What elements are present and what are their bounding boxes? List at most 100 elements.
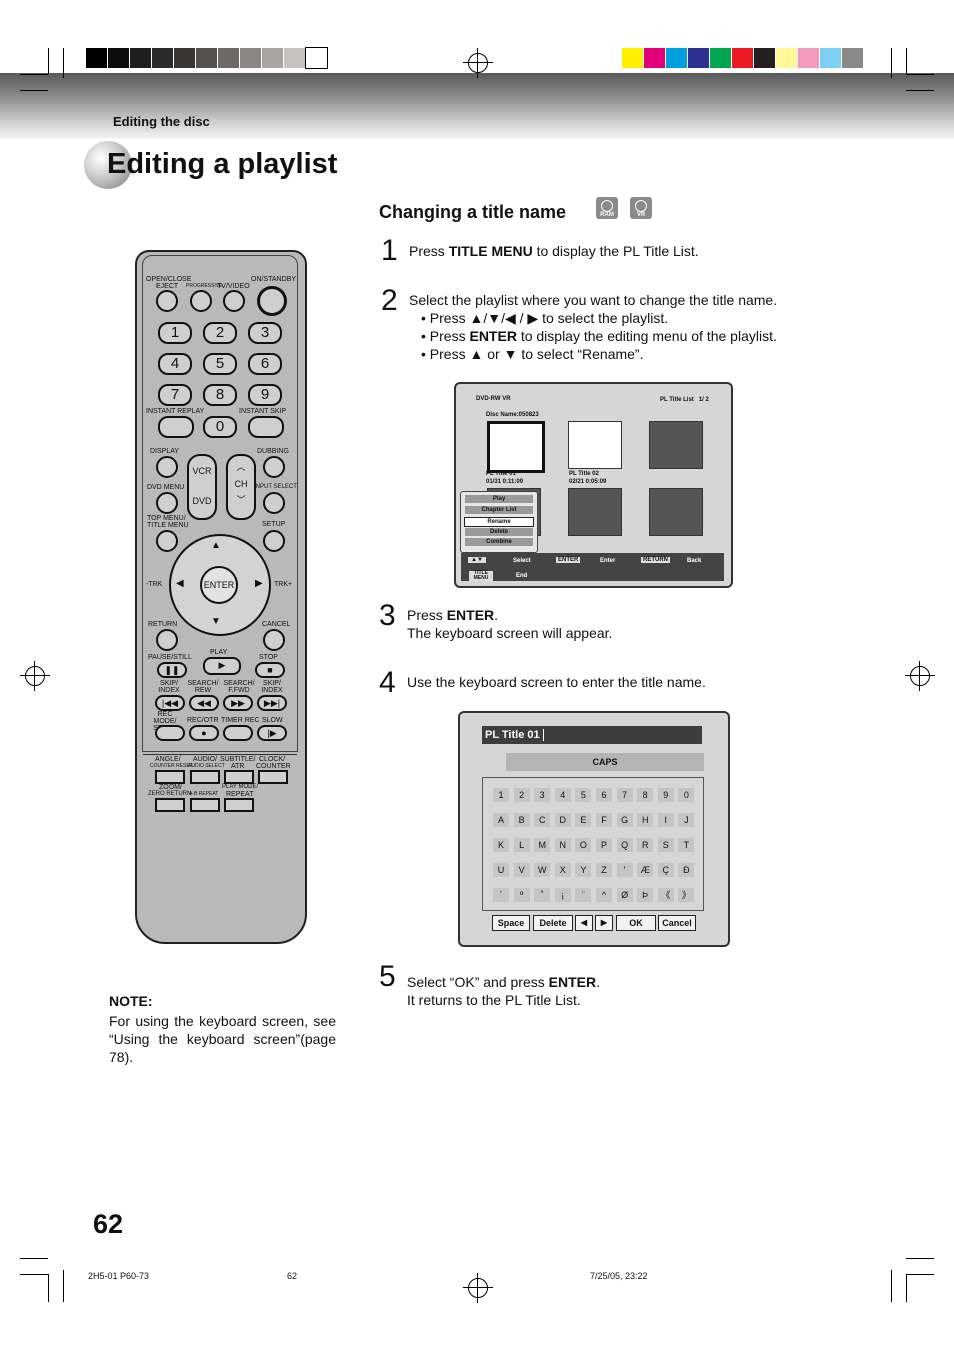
key[interactable]: W bbox=[534, 863, 551, 877]
rew-button[interactable]: ◀◀ bbox=[189, 695, 219, 711]
play-button[interactable]: ▶ bbox=[203, 657, 241, 675]
tv-video-button[interactable] bbox=[223, 290, 245, 312]
title-input[interactable]: PL Title 01 bbox=[482, 726, 702, 744]
caps-button[interactable]: CAPS bbox=[506, 753, 704, 771]
channel-rocker[interactable]: ︿CH﹀ bbox=[226, 454, 256, 520]
key[interactable]: P bbox=[596, 838, 612, 852]
ffwd-button[interactable]: ▶▶ bbox=[223, 695, 253, 711]
stop-button[interactable]: ■ bbox=[255, 662, 285, 678]
menu-chapter-list[interactable]: Chapter List bbox=[465, 506, 533, 514]
key[interactable]: I bbox=[657, 813, 674, 827]
progressive-button[interactable] bbox=[190, 290, 212, 312]
menu-delete[interactable]: Delete bbox=[465, 528, 533, 536]
a-b-repeat-button[interactable] bbox=[190, 798, 220, 812]
key[interactable]: B bbox=[513, 813, 530, 827]
key[interactable]: Æ bbox=[637, 863, 654, 877]
open-close-button[interactable] bbox=[156, 290, 178, 312]
title-thumbnail-1[interactable] bbox=[487, 421, 545, 473]
setup-button[interactable] bbox=[263, 530, 285, 552]
instant-replay-button[interactable] bbox=[158, 416, 194, 438]
left-arrow-button[interactable]: ◀ bbox=[575, 915, 593, 931]
rec-mode-button[interactable] bbox=[155, 725, 185, 741]
key[interactable]: ¡ bbox=[554, 888, 571, 902]
key[interactable]: Y bbox=[575, 863, 592, 877]
rec-otr-button[interactable]: ● bbox=[189, 725, 219, 741]
key[interactable]: 2 bbox=[513, 788, 530, 802]
key[interactable]: H bbox=[637, 813, 654, 827]
key[interactable]: 9 bbox=[657, 788, 674, 802]
key[interactable]: 7 bbox=[616, 788, 633, 802]
number-button-4[interactable]: 4 bbox=[158, 353, 192, 375]
skip-forward-button[interactable]: ▶▶| bbox=[257, 695, 287, 711]
key[interactable]: 0 bbox=[678, 788, 695, 802]
key[interactable]: ^ bbox=[596, 888, 612, 902]
left-arrow-icon[interactable]: ◀ bbox=[176, 578, 184, 589]
key[interactable]: U bbox=[493, 863, 509, 877]
key[interactable]: ¨ bbox=[575, 888, 592, 902]
title-thumbnail-2[interactable] bbox=[568, 421, 622, 469]
audio-button[interactable] bbox=[190, 770, 220, 784]
input-select-button[interactable] bbox=[263, 492, 285, 514]
menu-play[interactable]: Play bbox=[465, 495, 533, 503]
title-thumbnail-5[interactable] bbox=[568, 488, 622, 536]
dvd-menu-button[interactable] bbox=[156, 492, 178, 514]
key[interactable]: L bbox=[513, 838, 530, 852]
slow-button[interactable]: |▶ bbox=[257, 725, 287, 741]
cancel-button-remote[interactable] bbox=[263, 629, 285, 651]
key[interactable]: C bbox=[534, 813, 551, 827]
key[interactable]: º bbox=[513, 888, 530, 902]
key[interactable]: Þ bbox=[637, 888, 654, 902]
up-arrow-icon[interactable]: ▲ bbox=[211, 540, 221, 551]
key[interactable]: 3 bbox=[534, 788, 551, 802]
key[interactable]: N bbox=[554, 838, 571, 852]
key[interactable]: ˚ bbox=[534, 888, 551, 902]
enter-button[interactable]: ENTER bbox=[200, 566, 238, 604]
key[interactable]: 4 bbox=[554, 788, 571, 802]
instant-skip-button[interactable] bbox=[248, 416, 284, 438]
number-button-1[interactable]: 1 bbox=[158, 322, 192, 344]
right-arrow-button[interactable]: ▶ bbox=[595, 915, 613, 931]
delete-button[interactable]: Delete bbox=[533, 915, 573, 931]
key[interactable]: Q bbox=[616, 838, 633, 852]
clock-button[interactable] bbox=[258, 770, 288, 784]
key[interactable]: 5 bbox=[575, 788, 592, 802]
pause-button[interactable]: ❚❚ bbox=[157, 662, 187, 678]
title-menu-button[interactable] bbox=[156, 530, 178, 552]
number-button-5[interactable]: 5 bbox=[203, 353, 237, 375]
display-button[interactable] bbox=[156, 456, 178, 478]
space-button[interactable]: Space bbox=[492, 915, 530, 931]
key[interactable]: ´ bbox=[493, 888, 509, 902]
title-thumbnail-6[interactable] bbox=[649, 488, 703, 536]
key[interactable]: R bbox=[637, 838, 654, 852]
key[interactable]: E bbox=[575, 813, 592, 827]
key[interactable]: T bbox=[678, 838, 695, 852]
key[interactable]: K bbox=[493, 838, 509, 852]
ok-button[interactable]: OK bbox=[616, 915, 656, 931]
number-button-0[interactable]: 0 bbox=[203, 416, 237, 438]
number-button-6[interactable]: 6 bbox=[248, 353, 282, 375]
key[interactable]: O bbox=[575, 838, 592, 852]
timer-rec-button[interactable] bbox=[223, 725, 253, 741]
title-thumbnail-3[interactable] bbox=[649, 421, 703, 469]
key[interactable]: Ç bbox=[657, 863, 674, 877]
key[interactable]: D bbox=[554, 813, 571, 827]
menu-rename[interactable]: Rename bbox=[464, 517, 534, 527]
right-arrow-icon[interactable]: ▶ bbox=[255, 578, 263, 589]
key[interactable]: 8 bbox=[637, 788, 654, 802]
key[interactable]: F bbox=[596, 813, 612, 827]
angle-button[interactable] bbox=[155, 770, 185, 784]
dubbing-button[interactable] bbox=[263, 456, 285, 478]
down-arrow-icon[interactable]: ▼ bbox=[211, 616, 221, 627]
key[interactable]: X bbox=[554, 863, 571, 877]
key[interactable]: M bbox=[534, 838, 551, 852]
return-button[interactable] bbox=[156, 629, 178, 651]
key[interactable]: G bbox=[616, 813, 633, 827]
cancel-button[interactable]: Cancel bbox=[658, 915, 696, 931]
key[interactable]: V bbox=[513, 863, 530, 877]
key[interactable]: Z bbox=[596, 863, 612, 877]
play-mode-button[interactable] bbox=[224, 798, 254, 812]
key[interactable]: Ø bbox=[616, 888, 633, 902]
number-button-2[interactable]: 2 bbox=[203, 322, 237, 344]
number-button-9[interactable]: 9 bbox=[248, 384, 282, 406]
